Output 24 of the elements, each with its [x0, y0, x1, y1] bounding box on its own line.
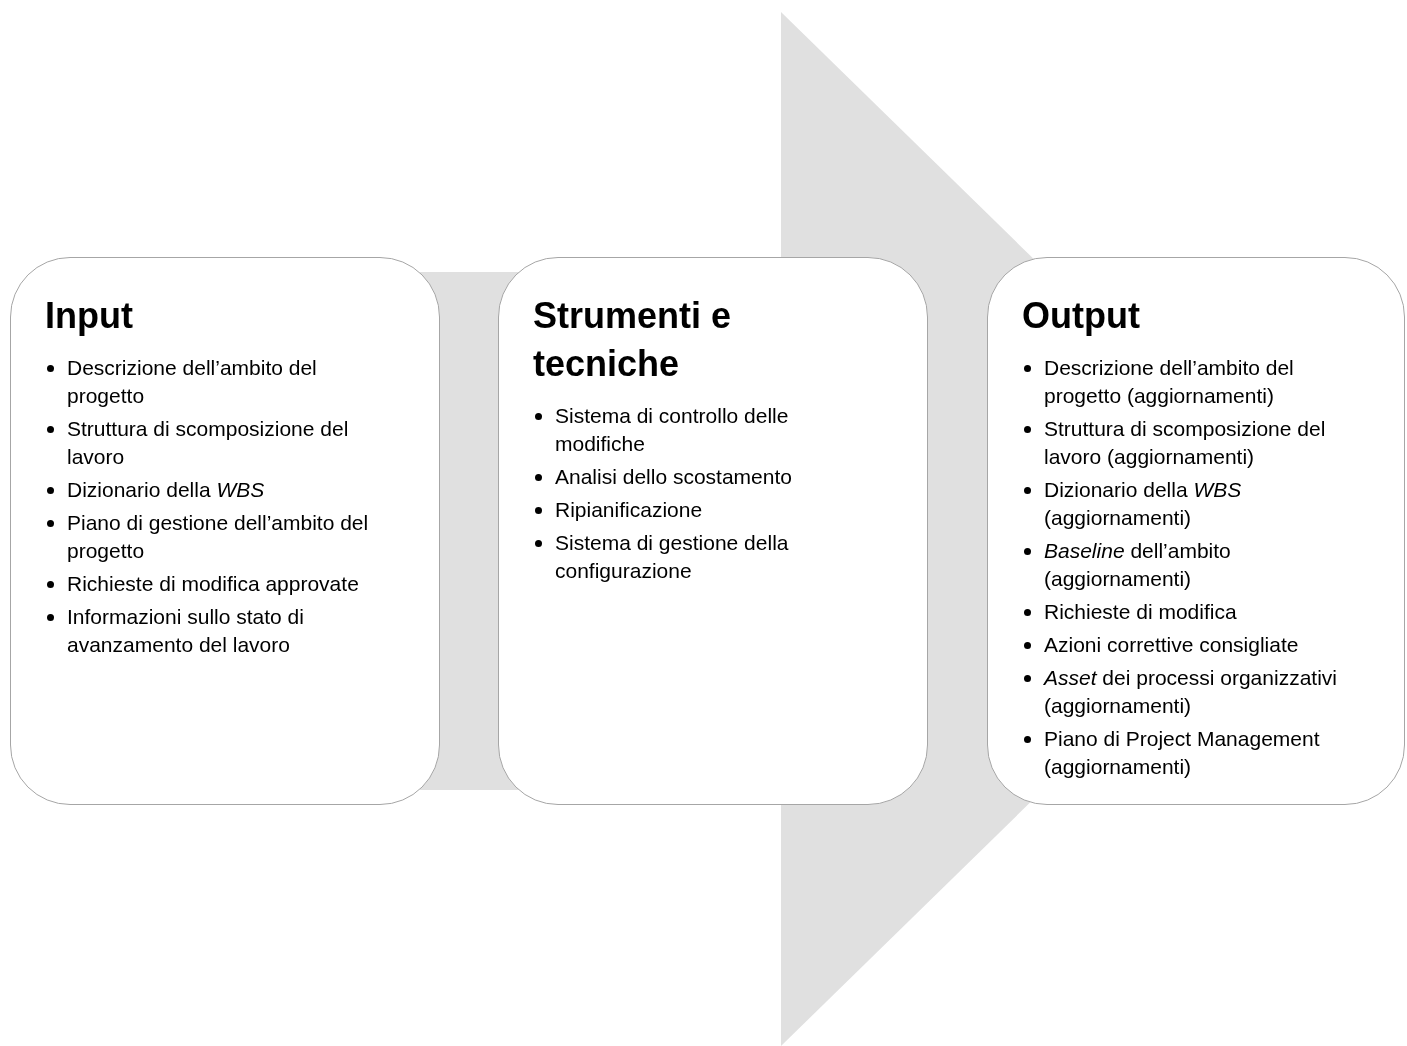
bullet-item: Richieste di modifica approvate — [67, 572, 359, 595]
stage-box — [987, 257, 1405, 805]
bullet-item: Informazioni sullo stato di avanzamento del lavoro — [67, 605, 304, 656]
stage-box — [498, 257, 928, 805]
bullet-item: Richieste di modifica — [1044, 600, 1237, 623]
bullet-item: Piano di gestione dell’ambito del progetto — [67, 511, 369, 562]
bullet-item: Descrizione dell’ambito del progetto — [67, 356, 317, 407]
bullet-item: Struttura di scomposizione del lavoro — [67, 417, 349, 468]
bullet-item: Baseline dell’ambito (aggiornamenti) — [1044, 539, 1231, 590]
bullet-item: Struttura di scomposizione del lavoro (aggiornamenti) — [1044, 417, 1326, 468]
bullet-item: Sistema di gestione della configurazione — [555, 531, 789, 582]
bullet-item: Piano di Project Management (aggiornamenti) — [1044, 727, 1320, 778]
bullet-item: Dizionario della WBS (aggiornamenti) — [1044, 478, 1242, 529]
bullet-item: Descrizione dell’ambito del progetto (aggiornamenti) — [1044, 356, 1294, 407]
stage-heading: Input — [45, 294, 134, 338]
stage-heading: Output — [1022, 294, 1141, 338]
bullet-item: Dizionario della WBS — [67, 478, 265, 501]
bullet-item: Sistema di controllo delle modifiche — [555, 404, 789, 455]
bullet-item: Asset dei processi organizzativi (aggiornamenti) — [1044, 666, 1337, 717]
stage-heading: Strumenti e tecniche — [533, 294, 733, 386]
bullet-item: Analisi dello scostamento — [555, 465, 792, 488]
bullet-item: Ripianificazione — [555, 498, 703, 521]
stage-box — [10, 257, 440, 805]
bullet-item: Azioni correttive consigliate — [1044, 633, 1299, 656]
